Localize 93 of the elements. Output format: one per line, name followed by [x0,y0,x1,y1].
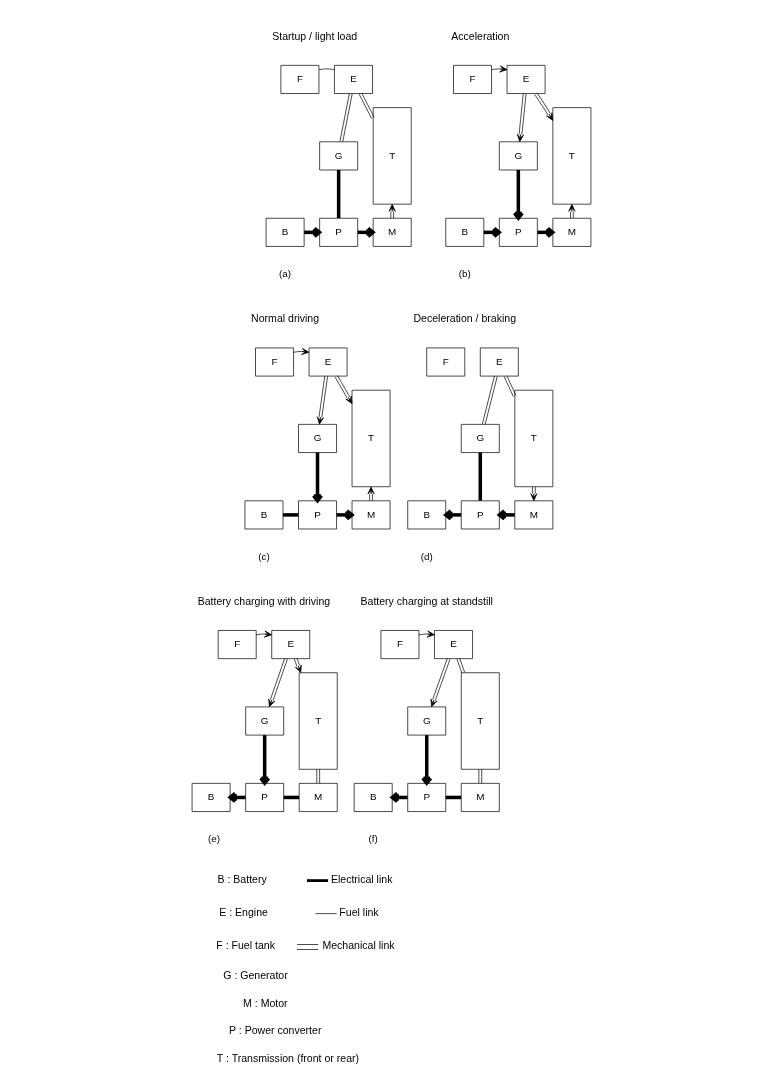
label: (f) [368,833,378,845]
node-box: M [552,217,592,247]
arrow [316,375,328,425]
node-box: T [514,389,554,488]
node-box: P [498,217,538,247]
arrow [258,735,271,785]
node-box: P [460,500,500,530]
node-box: E [506,65,546,94]
label: Acceleration [451,29,510,42]
arrow [268,657,288,708]
arrow [530,486,538,501]
connector [478,452,483,501]
node-box: G [407,706,447,736]
label: Deceleration / braking [413,312,517,325]
node-box: E [308,347,348,377]
node-box: T [460,672,500,770]
connector [482,375,498,425]
arrow [497,509,515,521]
legend-label: Mechanical link [322,939,395,952]
node-box: M [460,783,500,812]
node-box: T [351,389,391,488]
arrow [568,204,576,219]
arrow [293,347,310,355]
connector [283,513,299,517]
node-box: P [298,500,337,530]
node-box: F [453,65,492,94]
arrow [334,375,353,405]
label: Battery charging with driving [197,594,331,607]
node-box: G [298,424,337,453]
node-box: T [552,107,592,205]
label: Startup / light load [272,29,358,42]
arrow [367,486,375,501]
connector [336,170,341,219]
node-box: G [245,706,285,736]
arrow [255,630,272,638]
arrow [516,93,527,142]
node-box: G [460,424,500,453]
node-box: M [372,217,412,247]
label: M : Motor [243,996,288,1009]
node-box: M [351,500,391,530]
node-box: B [265,217,305,247]
node-box: G [498,141,538,171]
node-box: P [407,783,447,812]
arrow [418,630,435,638]
connector [456,657,465,674]
node-box: B [445,217,485,247]
node-box: M [514,500,554,530]
connector [316,769,320,784]
node-box: E [479,347,519,377]
node-box: E [434,630,473,659]
node-box: P [319,217,359,247]
arrow [430,657,451,708]
node-box: B [353,783,393,812]
label: (d) [420,550,433,562]
legend-label: Electrical link [330,873,393,886]
node-box: F [280,65,320,94]
node-box: F [426,347,466,377]
node-box: M [298,783,338,812]
label: E : Engine [219,905,268,918]
label: P : Power converter [229,1024,322,1037]
label: T : Transmission (front or rear) [216,1051,360,1064]
node-box: T [298,672,338,770]
connector [358,92,375,120]
node-box: B [407,500,447,530]
label: B : Battery [217,872,267,885]
connector [503,375,517,398]
node-box: F [255,347,294,377]
node-box: E [271,630,311,659]
label: G : Generator [223,969,288,982]
node-box: P [245,783,285,812]
arrow [534,92,554,121]
node-box: B [191,783,231,812]
arrow [491,65,508,73]
label: Normal driving [251,312,320,325]
label: (b) [458,268,471,280]
node-box: B [244,500,284,530]
connector [318,68,335,71]
node-box: T [372,107,412,205]
node-box: G [319,141,359,171]
label: (c) [258,550,270,562]
node-box: F [380,630,420,659]
arrow [512,170,525,220]
connector [478,769,483,784]
label: F : Fuel tank [216,938,275,951]
label: (a) [279,268,292,280]
node-box: F [217,630,257,659]
legend-label: Fuel link [339,906,379,919]
label: (e) [207,833,220,845]
node-box: E [334,65,373,94]
arrow [388,204,396,219]
label: Battery charging at standstill [360,594,493,607]
arrow [293,657,302,674]
connector [339,92,353,143]
